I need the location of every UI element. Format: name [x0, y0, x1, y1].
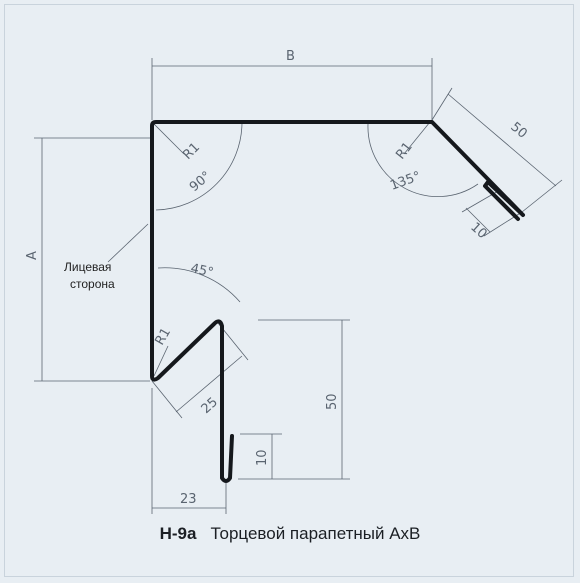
- radius-bottom-label: R1: [152, 326, 174, 348]
- drawing-code: Н-9а: [159, 524, 197, 543]
- profile-outline: [150, 120, 525, 483]
- drawing-caption: Н-9а Торцевой парапетный АхВ: [0, 524, 580, 544]
- angle-top-right-label: 135°: [388, 169, 423, 194]
- face-side-label-line2: сторона: [70, 277, 115, 291]
- width-label: B: [286, 49, 295, 64]
- drawing-frame: [4, 4, 574, 577]
- radius-top-right-label: R1: [393, 140, 415, 163]
- bottom-hem-label: 10: [255, 449, 270, 466]
- bottom-slant-label: 25: [199, 395, 221, 417]
- height-label: A: [25, 251, 40, 260]
- bottom-width-label: 23: [180, 492, 197, 507]
- angle-top-left-label: 90°: [187, 169, 214, 195]
- radius-top-left-label: R1: [180, 140, 203, 163]
- dimension-lines: [34, 58, 563, 514]
- bottom-height-label: 50: [325, 393, 340, 410]
- angle-bottom-label: 45°: [189, 261, 215, 280]
- hem-top-label: 10: [467, 220, 489, 242]
- angle-arcs: [153, 121, 479, 377]
- face-side-label-line1: Лицевая: [64, 260, 111, 274]
- edge-top-label: 50: [507, 120, 529, 142]
- drawing-title: Торцевой парапетный АхВ: [210, 524, 421, 543]
